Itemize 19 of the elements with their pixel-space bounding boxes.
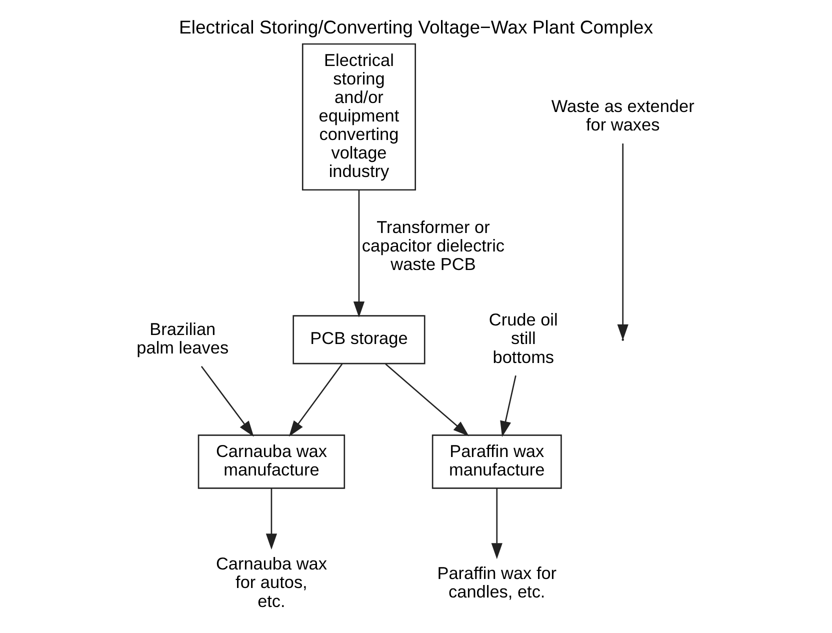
node-box: Paraffin wax manufacture bbox=[432, 434, 562, 489]
node-text: Carnauba wax for autos, etc. bbox=[216, 554, 327, 611]
arrow bbox=[385, 364, 470, 436]
arrow bbox=[288, 364, 343, 437]
arrow bbox=[266, 488, 278, 550]
arrow bbox=[500, 375, 516, 437]
node-text: Brazilian palm leaves bbox=[136, 318, 229, 358]
arrow bbox=[491, 488, 502, 560]
node-text: Waste as extender for waxes bbox=[551, 96, 694, 135]
arrow bbox=[617, 144, 628, 340]
node-box: Carnauba wax manufacture bbox=[198, 434, 346, 489]
node-box: Electrical storing and/or equipment converting voltage industry bbox=[302, 43, 416, 191]
arrow bbox=[353, 190, 365, 318]
diagram-title: Electrical Storing/Converting Voltage−Wax Plant Complex bbox=[178, 16, 654, 38]
node-box: PCB storage bbox=[292, 315, 426, 364]
edge-label: Transformer or capacitor dielectric waste PCB bbox=[362, 216, 505, 274]
node-text: Crude oil still bottoms bbox=[488, 310, 558, 367]
arrow bbox=[200, 366, 254, 437]
node-text: Paraffin wax for candles, etc. bbox=[437, 562, 557, 602]
